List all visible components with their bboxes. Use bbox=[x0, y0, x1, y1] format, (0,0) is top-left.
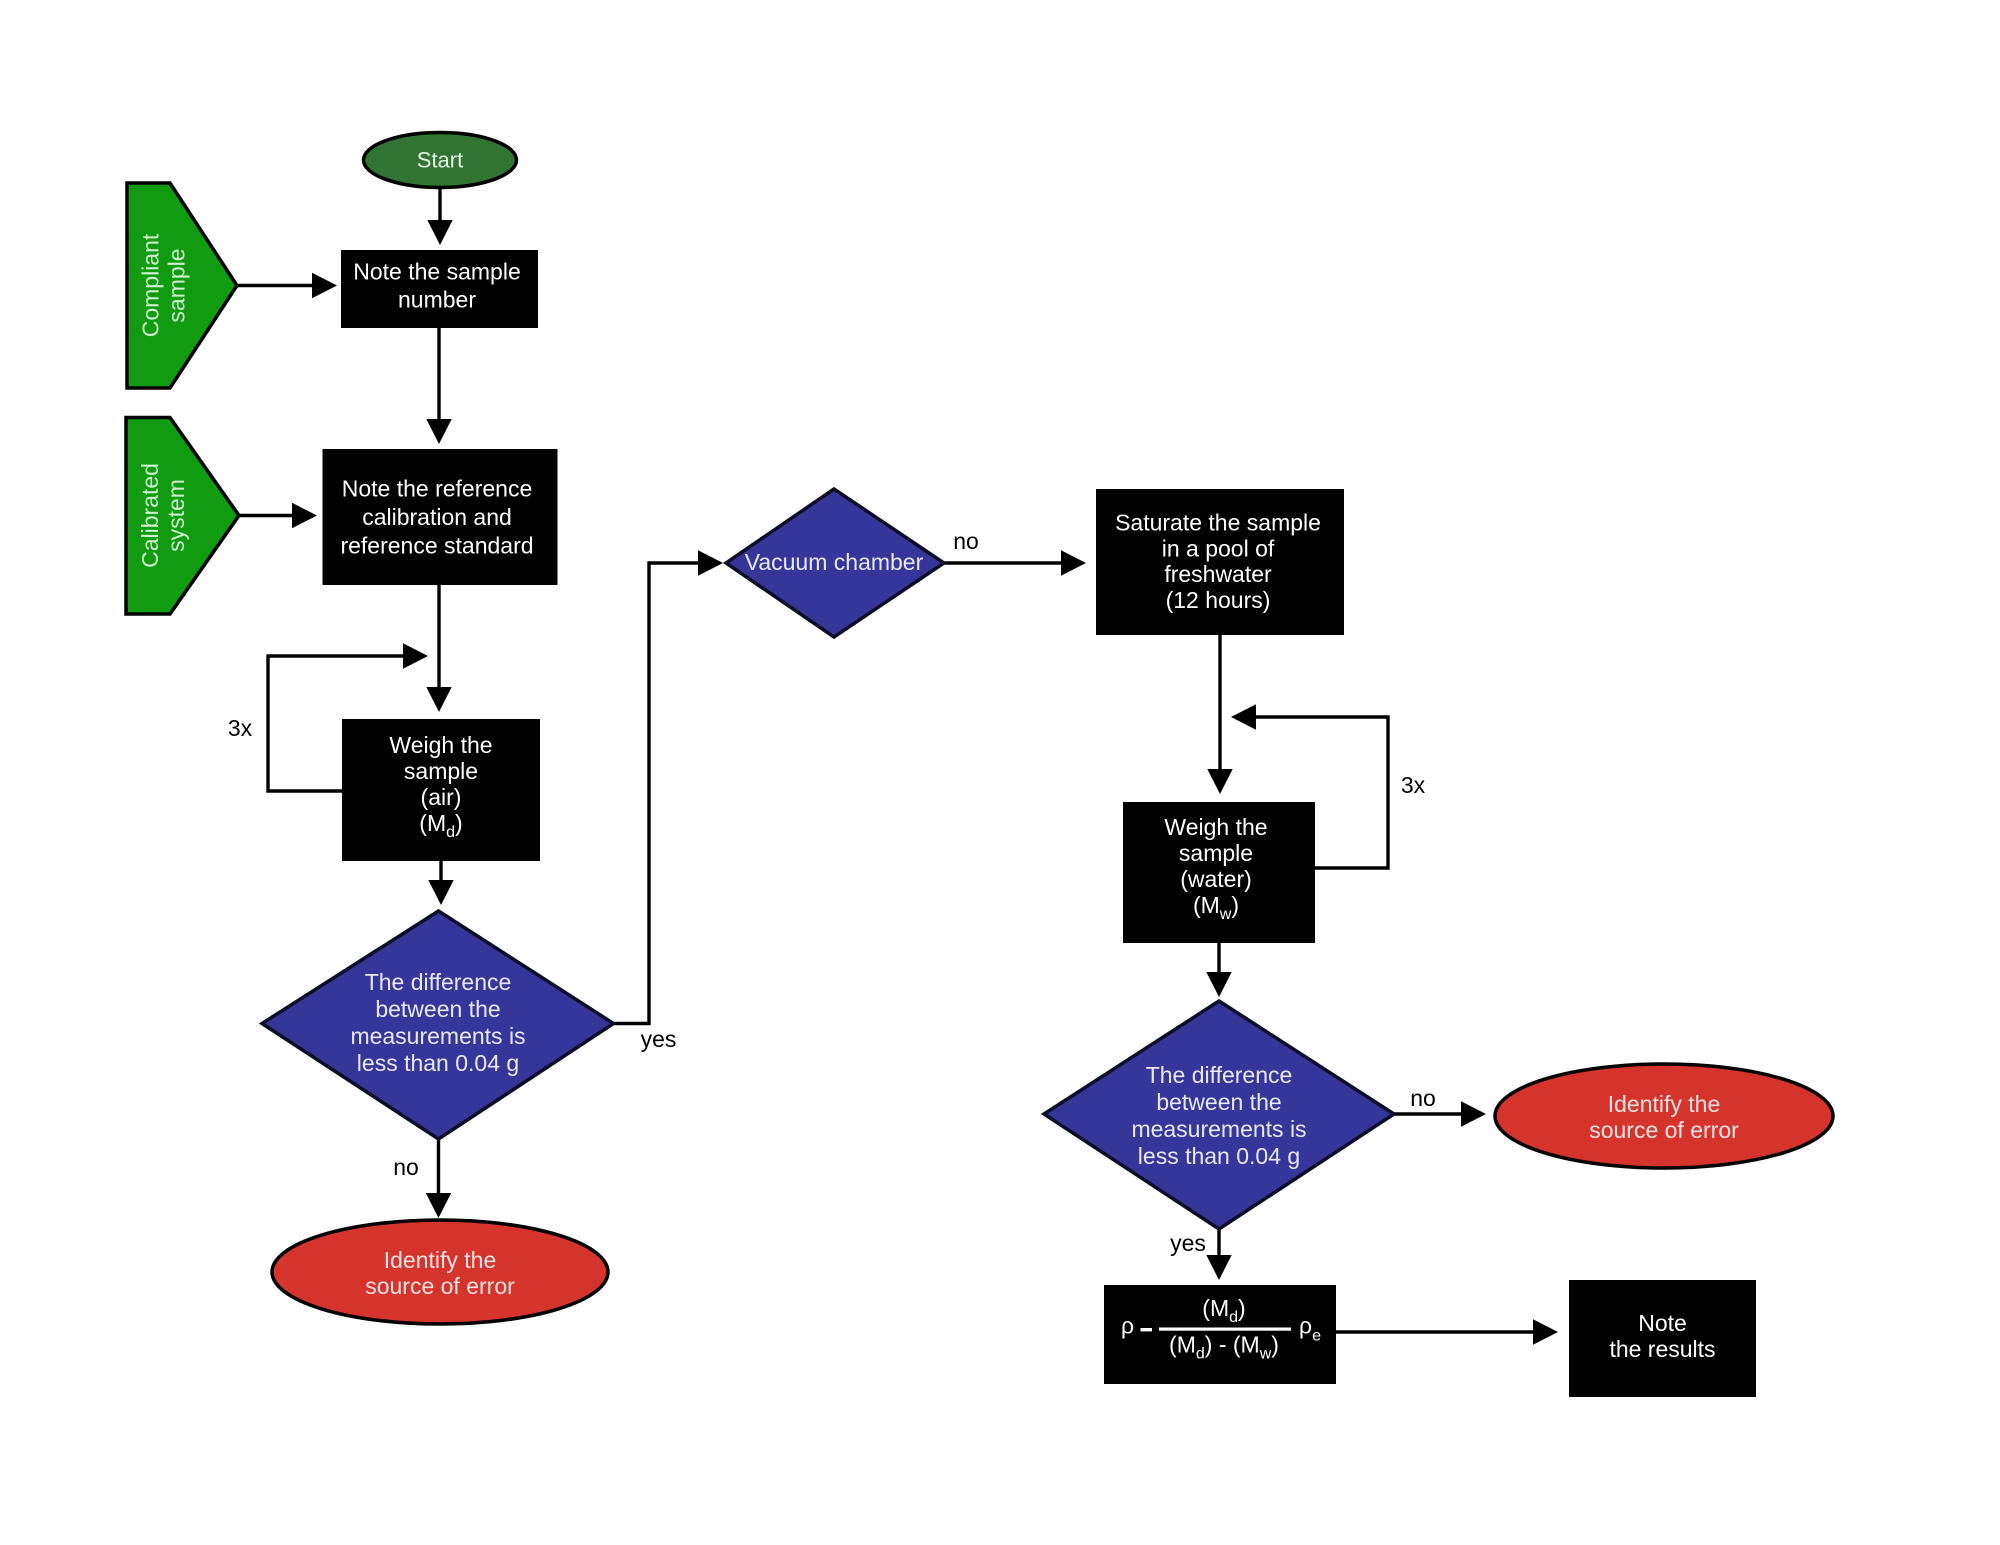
svg-text:no: no bbox=[393, 1154, 419, 1180]
svg-text:Weigh the: Weigh the bbox=[1164, 814, 1267, 840]
svg-text:measurements is: measurements is bbox=[350, 1023, 525, 1049]
svg-text:(air): (air) bbox=[421, 784, 462, 810]
svg-text:no: no bbox=[953, 528, 979, 554]
svg-text:source of error: source of error bbox=[1589, 1117, 1739, 1143]
svg-text:Note the reference: Note the reference bbox=[342, 476, 533, 502]
svg-text:yes: yes bbox=[641, 1026, 677, 1052]
svg-text:measurements is: measurements is bbox=[1131, 1116, 1306, 1142]
svg-text:Note the sample: Note the sample bbox=[353, 259, 520, 285]
svg-text:3x: 3x bbox=[228, 715, 253, 741]
svg-text:the results: the results bbox=[1609, 1336, 1715, 1362]
svg-text:number: number bbox=[398, 287, 476, 313]
svg-text:(Md): (Md) bbox=[419, 810, 462, 841]
svg-text:between the: between the bbox=[375, 996, 500, 1022]
svg-text:Vacuum chamber: Vacuum chamber bbox=[745, 549, 924, 575]
svg-text:(12 hours): (12 hours) bbox=[1166, 587, 1271, 613]
svg-text:less than 0.04 g: less than 0.04 g bbox=[1138, 1143, 1300, 1169]
svg-text:ρ: ρ bbox=[1121, 1313, 1134, 1339]
svg-text:The difference: The difference bbox=[365, 969, 512, 995]
svg-text:source of error: source of error bbox=[365, 1273, 515, 1299]
svg-text:calibration and: calibration and bbox=[362, 504, 512, 530]
svg-text:in a pool of: in a pool of bbox=[1162, 536, 1275, 562]
svg-text:no: no bbox=[1410, 1085, 1436, 1111]
svg-text:reference standard: reference standard bbox=[340, 533, 533, 559]
svg-text:Identify the: Identify the bbox=[1608, 1091, 1721, 1117]
svg-text:sample: sample bbox=[164, 248, 190, 322]
svg-text:The difference: The difference bbox=[1146, 1062, 1293, 1088]
svg-text:freshwater: freshwater bbox=[1164, 561, 1272, 587]
svg-text:Compliant: Compliant bbox=[138, 233, 164, 337]
svg-text:yes: yes bbox=[1170, 1230, 1206, 1256]
svg-text:(water): (water) bbox=[1180, 866, 1252, 892]
svg-text:Weigh the: Weigh the bbox=[389, 732, 492, 758]
svg-text:(Md) - (Mw): (Md) - (Mw) bbox=[1169, 1332, 1279, 1363]
svg-text:Identify the: Identify the bbox=[384, 1247, 497, 1273]
svg-text:less than 0.04 g: less than 0.04 g bbox=[357, 1050, 519, 1076]
svg-text:Note: Note bbox=[1638, 1310, 1687, 1336]
svg-text:3x: 3x bbox=[1401, 772, 1426, 798]
svg-text:system: system bbox=[163, 479, 189, 552]
svg-text:Start: Start bbox=[417, 148, 463, 173]
svg-text:Saturate the sample: Saturate the sample bbox=[1115, 510, 1321, 536]
svg-text:Calibrated: Calibrated bbox=[137, 463, 163, 568]
svg-text:sample: sample bbox=[1179, 840, 1253, 866]
svg-text:(Mw): (Mw) bbox=[1193, 892, 1239, 923]
svg-text:sample: sample bbox=[404, 758, 478, 784]
svg-text:between the: between the bbox=[1156, 1089, 1281, 1115]
svg-text:(Md): (Md) bbox=[1202, 1295, 1245, 1326]
